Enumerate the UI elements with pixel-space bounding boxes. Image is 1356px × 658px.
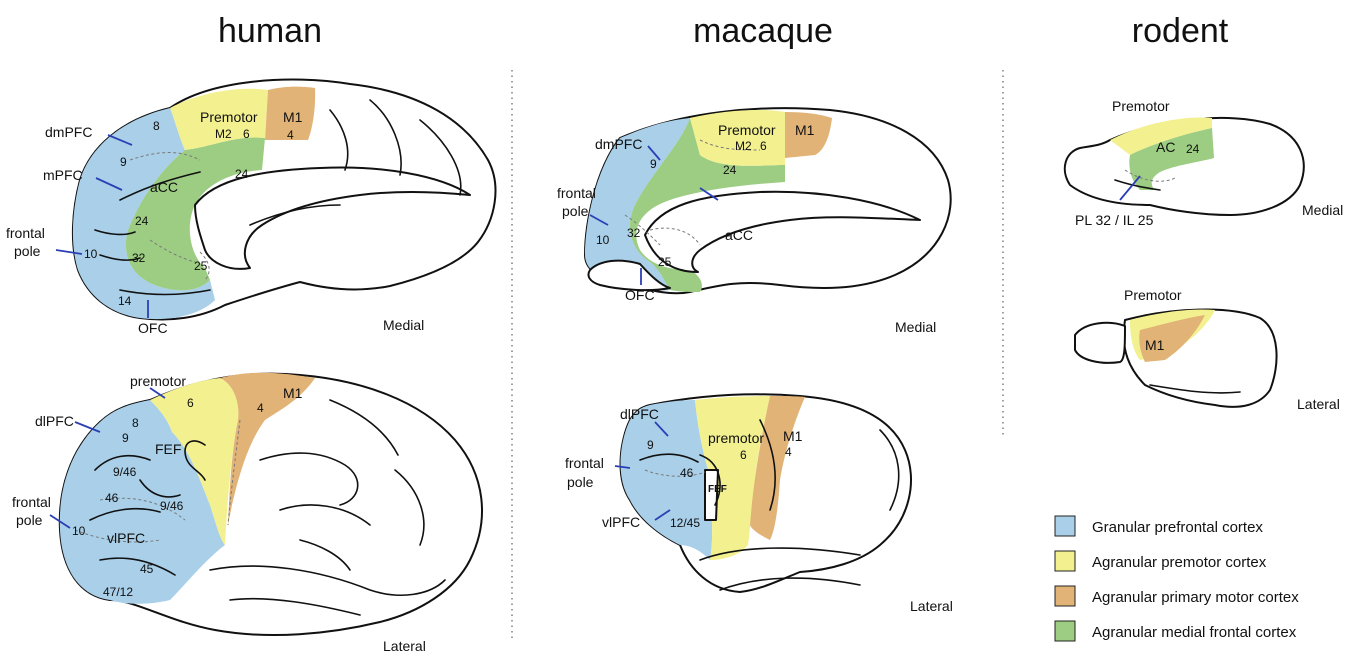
human-lateral-label-premotor: premotor (130, 373, 186, 389)
human-medial-label-m1: M1 (283, 109, 303, 125)
human-medial-label-a10: 10 (84, 247, 98, 261)
human-medial-label-a14: 14 (118, 294, 132, 308)
human-lateral-label-pole: pole (16, 512, 43, 528)
human-medial-label-pole: pole (14, 243, 41, 259)
human-lateral-label-a9_46b: 9/46 (160, 499, 184, 513)
macaque-medial-label-a25: 25 (658, 255, 672, 269)
human-lateral-label-frontal: frontal (12, 494, 51, 510)
rodent-lateral-label-m1: M1 (1145, 337, 1165, 353)
human-lateral-label-a6: 6 (187, 396, 194, 410)
human-medial-label-a32: 32 (132, 251, 146, 265)
human-medial-label-frontal: frontal (6, 225, 45, 241)
rodent-lateral-label-premotor: Premotor (1124, 287, 1182, 303)
rodent-medial-view-label: Medial (1302, 202, 1343, 218)
human-medial-label-mpfc: mPFC (43, 167, 83, 183)
macaque-lateral-brain: dlPFC frontal pole vlPFC premotor 6 M1 4… (565, 394, 953, 614)
human-lateral-label-fef: FEF (155, 441, 181, 457)
human-lateral-label-a10: 10 (72, 524, 86, 538)
macaque-medial-label-m1: M1 (795, 122, 815, 138)
human-medial-label-a9: 9 (120, 155, 127, 169)
macaque-medial-brain: dmPFC frontal pole OFC aCC Premotor M2 6… (557, 108, 951, 335)
human-lateral-label-a9_46: 9/46 (113, 465, 137, 479)
macaque-lateral-label-a46: 46 (680, 466, 694, 480)
human-lateral-label-a46: 46 (105, 491, 119, 505)
human-lateral-label-a47_12: 47/12 (103, 585, 133, 599)
human-medial-label-ofc: OFC (138, 320, 168, 336)
macaque-medial-label-a6: 6 (760, 139, 767, 153)
rodent-lateral-view-label: Lateral (1297, 396, 1340, 412)
human-medial-label-m2: M2 (215, 127, 232, 141)
legend-label-2: Agranular primary motor cortex (1092, 589, 1299, 606)
title-human: human (218, 12, 322, 50)
macaque-lateral-label-dlpfc: dlPFC (620, 406, 659, 422)
human-lateral-label-a8: 8 (132, 416, 139, 430)
title-macaque: macaque (693, 12, 833, 50)
human-medial-brain: dmPFC mPFC frontal pole OFC Premotor M2 … (6, 79, 495, 336)
legend-label-0: Granular prefrontal cortex (1092, 519, 1263, 536)
rodent-lateral-brain: Premotor M1 Lateral (1075, 287, 1340, 412)
human-medial-label-premotor: Premotor (200, 109, 258, 125)
human-medial-label-dmpfc: dmPFC (45, 124, 92, 140)
human-lateral-label-a9: 9 (122, 431, 129, 445)
macaque-lateral-label-m1: M1 (783, 428, 803, 444)
macaque-medial-label-pole: pole (562, 203, 589, 219)
human-medial-label-a24: 24 (235, 167, 249, 181)
legend-swatch-0 (1055, 516, 1075, 536)
legend-label-1: Agranular premotor cortex (1092, 554, 1267, 571)
macaque-medial-label-a10: 10 (596, 233, 610, 247)
macaque-medial-label-a32: 32 (627, 226, 641, 240)
rodent-medial-label-pl-il: PL 32 / IL 25 (1075, 212, 1154, 228)
rodent-lateral-olfactory-bulb (1075, 323, 1125, 363)
macaque-lateral-label-fef: FEF (708, 484, 727, 495)
human-lateral-brain: premotor 6 M1 4 dlPFC 8 9 FEF 9/46 46 9/… (12, 373, 482, 654)
human-medial-label-a6: 6 (243, 127, 250, 141)
macaque-lateral-view-label: Lateral (910, 598, 953, 614)
human-lateral-view-label: Lateral (383, 638, 426, 654)
macaque-medial-label-ofc: OFC (625, 287, 655, 303)
macaque-lateral-label-a12_45: 12/45 (670, 516, 700, 530)
macaque-medial-label-a9: 9 (650, 157, 657, 171)
rodent-medial-label-ac: AC (1156, 139, 1175, 155)
human-medial-label-a25: 25 (194, 259, 208, 273)
title-rodent: rodent (1132, 12, 1229, 50)
human-lateral-label-dlpfc: dlPFC (35, 413, 74, 429)
macaque-lateral-label-vlpfc: vlPFC (602, 514, 640, 530)
human-lateral-label-a4: 4 (257, 401, 264, 415)
macaque-medial-view-label: Medial (895, 319, 936, 335)
human-medial-label-a8: 8 (153, 119, 160, 133)
human-lateral-label-a45: 45 (140, 562, 154, 576)
macaque-lateral-fef-box (705, 470, 718, 520)
human-lateral-label-m1: M1 (283, 385, 303, 401)
macaque-medial-label-premotor: Premotor (718, 122, 776, 138)
legend: Granular prefrontal cortex Agranular pre… (1055, 516, 1299, 641)
rodent-medial-label-a24: 24 (1186, 142, 1200, 156)
legend-swatch-1 (1055, 551, 1075, 571)
macaque-lateral-label-a9: 9 (647, 438, 654, 452)
macaque-lateral-label-premotor: premotor (708, 430, 764, 446)
macaque-medial-label-acc: aCC (725, 227, 753, 243)
rodent-medial-label-premotor: Premotor (1112, 98, 1170, 114)
legend-swatch-2 (1055, 586, 1075, 606)
legend-swatch-3 (1055, 621, 1075, 641)
macaque-medial-label-a24: 24 (723, 163, 737, 177)
macaque-medial-label-m2: M2 (735, 139, 752, 153)
macaque-lateral-label-pole: pole (567, 474, 594, 490)
macaque-lateral-label-frontal: frontal (565, 455, 604, 471)
macaque-medial-label-frontal: frontal (557, 185, 596, 201)
human-medial-label-acc: aCC (150, 179, 178, 195)
legend-label-3: Agranular medial frontal cortex (1092, 624, 1297, 641)
human-medial-label-a24b: 24 (135, 214, 149, 228)
rodent-medial-brain: Premotor AC 24 PL 32 / IL 25 Medial (1065, 98, 1343, 228)
macaque-lateral-label-a6: 6 (740, 448, 747, 462)
human-medial-view-label: Medial (383, 317, 424, 333)
human-medial-label-a4: 4 (287, 128, 294, 142)
human-lateral-label-vlpfc: vlPFC (107, 530, 145, 546)
macaque-medial-label-dmpfc: dmPFC (595, 136, 642, 152)
macaque-lateral-label-a4: 4 (785, 445, 792, 459)
